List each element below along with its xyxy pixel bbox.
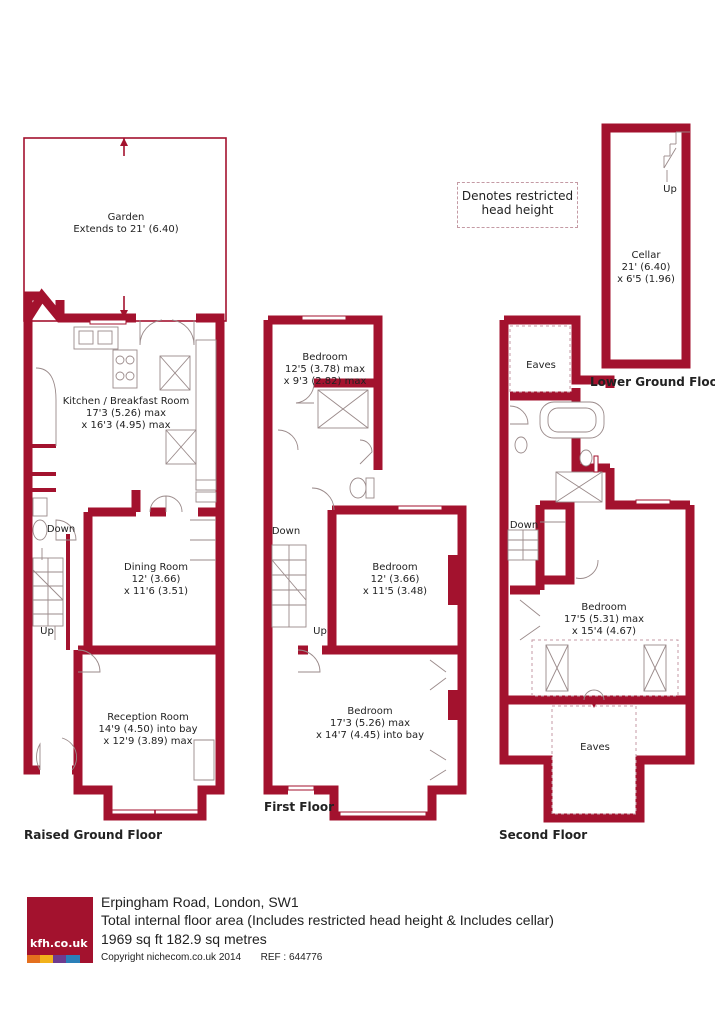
second-floor-bedroom-label: Bedroom 17'5 (5.31) max x 15'4 (4.67) [564,602,644,638]
floor-title-lower-ground: Lower Ground Floor [590,375,715,389]
eaves-top-label: Eaves [526,360,556,371]
room-dimensions: x 9'3 (2.82) max [283,376,367,387]
first-floor-plan [263,315,467,821]
logo-stripe [66,955,80,963]
floor-title-first: First Floor [264,800,335,814]
room-dimensions: 12'5 (3.78) max [284,364,366,375]
lower-ground-floor-plan [601,123,691,369]
floor-title-second: Second Floor [499,828,588,842]
logo-stripe [53,955,66,963]
room-name: Bedroom [302,352,348,363]
cellar-label: Cellar 21' (6.40) x 6'5 (1.96) [617,250,675,286]
stairs-up-label: Up [663,184,677,195]
logo-stripe [27,955,40,963]
room-name: Reception Room [107,712,189,723]
room-name: Cellar [631,250,661,261]
first-floor-stairs [271,544,307,628]
room-dimensions: x 15'4 (4.67) [571,626,637,637]
copyright-text: Copyright nichecom.co.uk 2014 [101,952,242,963]
room-dimensions: 14'9 (4.50) into bay [98,724,198,735]
logo-stripe [40,955,53,963]
room-dimensions: 12' (3.66) [370,574,420,585]
room-name: Bedroom [347,706,393,717]
first-floor-middle-bedroom-label: Bedroom 12' (3.66) x 11'5 (3.48) [363,562,427,598]
raised-ground-stairs [32,548,64,640]
copyright-line: Copyright nichecom.co.uk 2014 REF : 6447… [101,952,322,963]
raised-ground-outer-walls [23,288,225,821]
room-dimensions: Extends to 21' (6.40) [73,224,179,235]
stairs-down-label: Down [271,526,301,537]
room-dimensions: x 11'5 (3.48) [362,586,428,597]
cellar-stairs [663,131,690,169]
reference-number: REF : 644776 [260,952,323,963]
legend-text: Denotes restricted head height [461,189,574,217]
second-floor-stairs [507,521,566,561]
reception-room-label: Reception Room 14'9 (4.50) into bay x 12… [99,712,198,748]
first-floor-front-bedroom-label: Bedroom 17'3 (5.26) max x 14'7 (4.45) in… [316,706,424,742]
first-floor-outer-walls [263,315,467,821]
hob [112,349,138,389]
logo-stripe [80,955,93,963]
second-floor-plan [499,315,695,823]
room-dimensions: x 14'7 (4.45) into bay [315,730,425,741]
first-floor-rear-bedroom-label: Bedroom 12'5 (3.78) max x 9'3 (2.82) max [284,352,367,388]
stairs-down-label: Down [509,520,539,531]
dining-room-label: Dining Room 12' (3.66) x 11'6 (3.51) [124,562,188,598]
eaves-bottom-label: Eaves [580,742,610,753]
area-sizes: 1969 sq ft 182.9 sq metres [101,931,267,947]
stairs-up-label: Up [40,626,54,637]
room-name: Bedroom [372,562,418,573]
kitchen-label: Kitchen / Breakfast Room 17'3 (5.26) max… [63,396,190,432]
property-address: Erpingham Road, London, SW1 [101,894,299,910]
logo-text: kfh.co.uk [30,937,88,950]
room-name: Dining Room [124,562,188,573]
raised-ground-floor-plan [23,137,227,821]
room-name: Bedroom [581,602,627,613]
kfh-logo: kfh.co.uk [27,897,93,963]
room-dimensions: 17'3 (5.26) max [85,408,167,419]
stairs-up-label: Up [313,626,327,637]
cellar-walls [601,123,691,369]
total-area-note: Total internal floor area (Includes rest… [101,912,554,928]
room-dimensions: x 16'3 (4.95) max [81,420,171,431]
restricted-height-legend: Denotes restricted head height [457,182,578,228]
room-dimensions: 17'5 (5.31) max [563,614,645,625]
room-name: Garden [107,212,145,223]
garden-label: Garden Extends to 21' (6.40) [73,212,178,236]
floor-title-raised-ground: Raised Ground Floor [24,828,163,842]
room-dimensions: x 12'9 (3.89) max [103,736,193,747]
room-dimensions: 21' (6.40) [621,262,671,273]
room-dimensions: x 6'5 (1.96) [617,274,675,285]
room-dimensions: x 11'6 (3.51) [123,586,189,597]
room-dimensions: 17'3 (5.26) max [329,718,411,729]
room-name: Kitchen / Breakfast Room [62,396,190,407]
room-dimensions: 12' (3.66) [131,574,181,585]
second-floor-outer-walls [499,315,695,823]
stairs-down-label: Down [46,524,76,535]
